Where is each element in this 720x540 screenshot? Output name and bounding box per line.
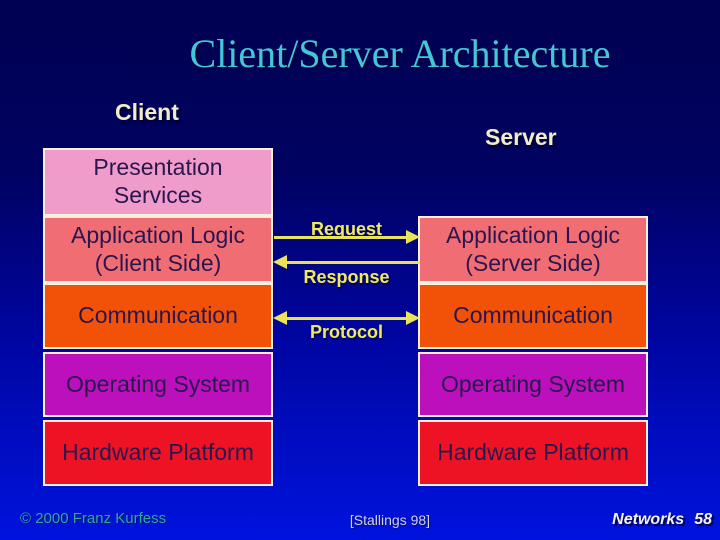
- server-layer-hardware-platform: Hardware Platform: [418, 420, 648, 486]
- client-layer-application-logic: Application Logic (Client Side): [43, 216, 273, 283]
- response-arrow-line: [287, 261, 420, 264]
- client-stack: Presentation Services Application Logic …: [43, 148, 273, 486]
- footer-page-number: 58: [694, 511, 712, 528]
- protocol-arrowhead-left-icon: [273, 311, 287, 325]
- protocol-arrow-line: [287, 317, 406, 320]
- client-layer-presentation-services: Presentation Services: [43, 148, 273, 216]
- footer-course-page: Networks 58: [612, 511, 712, 529]
- server-column-header: Server: [485, 124, 557, 150]
- response-arrowhead-left-icon: [273, 255, 287, 269]
- request-arrow-line: [274, 236, 406, 239]
- request-arrow-label: Request: [310, 219, 382, 239]
- server-layer-application-logic: Application Logic (Server Side): [418, 216, 648, 283]
- server-layer-operating-system: Operating System: [418, 352, 648, 417]
- request-arrowhead-right-icon: [406, 230, 420, 244]
- response-arrow-label: Response: [303, 267, 390, 287]
- client-layer-communication: Communication: [43, 283, 273, 349]
- client-layer-hardware-platform: Hardware Platform: [43, 420, 273, 486]
- footer-copyright: © 2000 Franz Kurfess: [20, 510, 167, 527]
- server-layer-communication: Communication: [418, 283, 648, 349]
- message-arrows: Request Response Protocol: [273, 0, 420, 360]
- slide-title: Client/Server Architecture: [189, 31, 611, 76]
- footer-course-name: Networks: [612, 511, 685, 528]
- protocol-arrowhead-right-icon: [406, 311, 420, 325]
- protocol-arrow-label: Protocol: [309, 322, 383, 342]
- client-layer-operating-system: Operating System: [43, 352, 273, 417]
- server-stack: Application Logic (Server Side) Communic…: [418, 216, 648, 486]
- client-column-header: Client: [115, 99, 179, 125]
- footer-citation: [Stallings 98]: [349, 512, 431, 528]
